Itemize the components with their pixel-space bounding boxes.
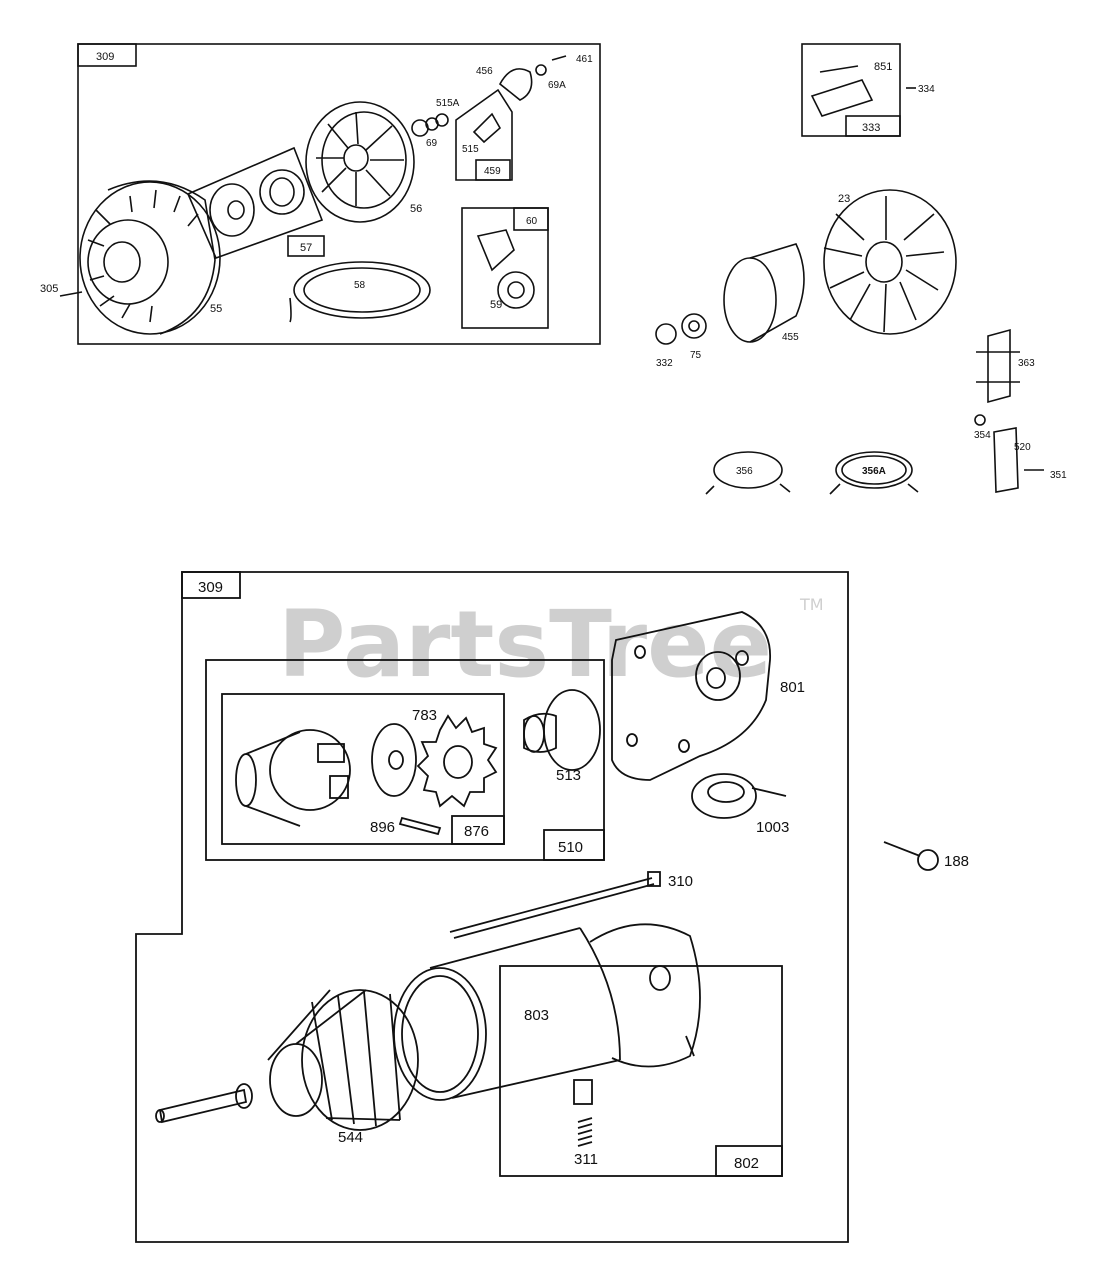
starter-box-tag-frame [181, 571, 241, 599]
label-334: 334 [918, 84, 935, 95]
seal-part [691, 773, 757, 819]
label-459: 459 [484, 166, 501, 177]
label-58: 58 [354, 280, 366, 291]
label-75: 75 [690, 350, 702, 361]
label-356A: 356A [862, 466, 886, 477]
label-544: 544 [338, 1129, 363, 1146]
label-801: 801 [780, 679, 805, 696]
label-311: 311 [574, 1151, 598, 1168]
label-783: 783 [412, 707, 437, 724]
washer-part [371, 723, 417, 797]
starter-motor-assembly [135, 571, 939, 1243]
armature-part [155, 989, 419, 1131]
upper-left-box-frame [77, 43, 601, 345]
label-57: 57 [300, 242, 312, 254]
bolt-188-part [883, 841, 921, 857]
label-803: 803 [524, 1007, 549, 1024]
label-515: 515 [462, 144, 479, 155]
watermark: PartsTree [278, 591, 772, 698]
box-459-tag-frame [475, 159, 511, 181]
starter-rope-part [293, 261, 431, 319]
drive-nut-part [523, 689, 601, 771]
label-351: 351 [1050, 470, 1067, 481]
label-515A: 515A [436, 98, 460, 109]
label-513: 513 [556, 767, 581, 784]
label-456: 456 [476, 66, 493, 77]
label-56: 56 [410, 203, 422, 215]
label-461: 461 [576, 54, 593, 65]
box-333-frame [801, 43, 901, 137]
label-520: 520 [1014, 442, 1031, 453]
label-188: 188 [944, 853, 969, 870]
watermark-tm: TM [799, 595, 824, 614]
label-55: 55 [210, 303, 222, 315]
label-876: 876 [464, 823, 489, 840]
end-cap-part [573, 923, 701, 1105]
box-333-tag-frame [845, 115, 901, 137]
label-310: 310 [668, 873, 693, 890]
drive-box-876-frame [221, 693, 505, 845]
pinion-gear-part [416, 714, 498, 808]
label-802: 802 [734, 1155, 759, 1172]
label-356: 356 [736, 466, 753, 477]
box-57-tag-frame [287, 235, 325, 257]
label-363: 363 [1018, 358, 1035, 369]
starter-box-frame [135, 571, 849, 1243]
drive-box-876-tag-frame [451, 815, 505, 845]
pulley-part [305, 101, 415, 223]
label-23: 23 [838, 193, 850, 205]
label-60: 60 [526, 216, 538, 227]
mounting-bracket-part [611, 611, 771, 781]
label-59: 59 [490, 299, 502, 311]
label-305: 305 [40, 283, 58, 295]
box-459-frame [455, 88, 513, 181]
label-333: 333 [862, 122, 880, 134]
starter-box-tag: 309 [198, 579, 223, 596]
cable-356-part [713, 451, 783, 489]
spring-part [577, 1117, 593, 1147]
label-896: 896 [370, 819, 395, 836]
sleeve-part [723, 243, 805, 343]
flywheel-part [823, 189, 957, 335]
label-354: 354 [974, 430, 991, 441]
label-510: 510 [558, 839, 583, 856]
blower-housing-part [79, 180, 221, 335]
drive-box-510-tag-frame [543, 829, 605, 861]
upper-left-assembly [59, 43, 601, 345]
upper-left-box-tag-frame [77, 43, 137, 67]
label-69A: 69A [548, 80, 566, 91]
end-cap-box-802-tag-frame [715, 1145, 783, 1177]
box-60-tag-frame [513, 207, 549, 231]
drive-clutch-part [235, 729, 351, 827]
upper-left-box-tag: 309 [96, 51, 114, 63]
label-69: 69 [426, 138, 438, 149]
label-332: 332 [656, 358, 673, 369]
motor-housing-part [393, 927, 621, 1101]
starter-cup-part [209, 169, 305, 237]
cable-356A-part [835, 451, 913, 489]
upper-right-assembly [655, 43, 1044, 495]
through-bolt-part [449, 877, 653, 933]
label-455: 455 [782, 332, 799, 343]
label-1003: 1003 [756, 819, 789, 836]
box-60-frame [461, 207, 549, 329]
drive-box-510-frame [205, 659, 605, 861]
end-cap-box-802-frame [499, 965, 783, 1177]
label-851: 851 [874, 61, 892, 73]
